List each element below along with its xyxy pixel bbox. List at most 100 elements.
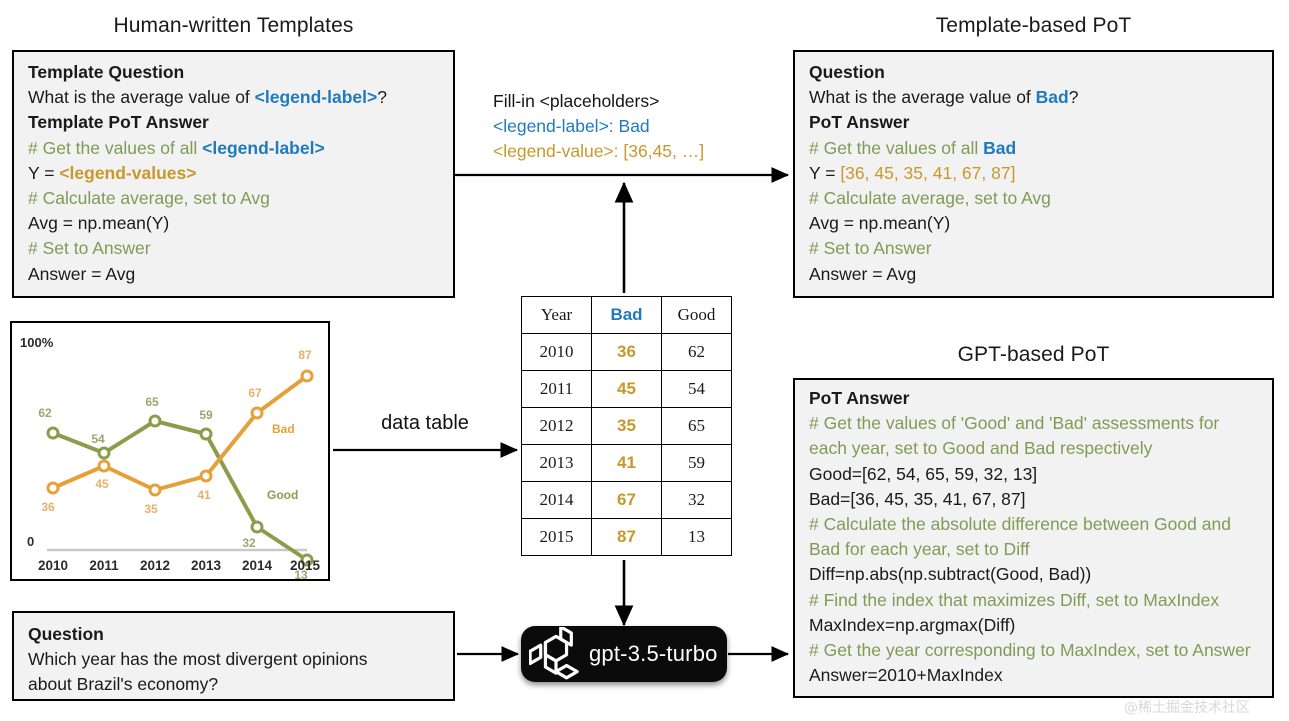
gpt-code-line-answer: Answer=2010+MaxIndex <box>809 665 1003 686</box>
legend-label-value: Bad <box>1035 87 1069 108</box>
table-header-bad: Bad <box>591 296 662 334</box>
gpt-code-line-diff: Diff=np.abs(np.subtract(Good, Bad)) <box>809 564 1092 585</box>
cell-good: 54 <box>661 370 732 408</box>
svg-text:2015: 2015 <box>290 558 321 573</box>
pot-answer-heading: PoT Answer <box>809 112 910 133</box>
legend-label-placeholder: <legend-label> <box>254 87 378 108</box>
data-table-container: Year Bad Good 2010 36 62 2011 45 54 2012… <box>521 296 732 556</box>
template-code-comment-2: # Calculate average, set to Avg <box>28 188 270 209</box>
edge-label-data-table: data table <box>381 412 469 434</box>
fill-in-legend-value-row: <legend-value>: [36,45, …] <box>493 139 704 164</box>
legend-label-value: : Bad <box>608 116 650 136</box>
template-code-line-answer: Answer = Avg <box>28 263 136 284</box>
legend-values-placeholder: <legend-values> <box>59 162 197 183</box>
chart-series-good-points <box>46 414 314 567</box>
fill-in-legend-label-row: <legend-label>: Bad <box>493 114 704 139</box>
human-written-template-panel: Template Question What is the average va… <box>12 50 455 298</box>
chart-data-labels-bad: 36 45 35 41 67 87 <box>41 348 312 516</box>
question-heading: Question <box>809 62 885 82</box>
svg-text:67: 67 <box>248 386 262 400</box>
openai-logo-icon <box>529 627 579 680</box>
gpt-based-pot-panel: PoT Answer # Get the values of 'Good' an… <box>793 378 1274 698</box>
line-chart: 100% 0 62 54 65 59 32 13 36 4 <box>10 321 330 582</box>
svg-text:13: 13 <box>294 568 308 579</box>
legend-values-list: [36, 45, 35, 41, 67, 87] <box>840 162 1016 183</box>
comment-prefix: # Get the values of all <box>28 137 203 158</box>
cell-good: 62 <box>661 333 732 371</box>
gpt-code-comment-1: # Get the values of 'Good' and 'Bad' ass… <box>809 413 1220 459</box>
cell-good: 13 <box>661 518 732 556</box>
comment-prefix: # Get the values of all <box>809 137 984 158</box>
chart-data-labels-good: 62 54 65 59 32 13 <box>38 395 308 582</box>
table-row: 2010 36 62 <box>521 333 732 371</box>
svg-text:2010: 2010 <box>38 558 68 573</box>
gpt-pot-answer-heading: PoT Answer <box>809 388 910 408</box>
cell-bad: 35 <box>591 407 662 445</box>
svg-text:35: 35 <box>144 502 158 516</box>
y-assign-prefix: Y = <box>809 162 841 183</box>
pot-code-comment-3: # Set to Answer <box>809 238 932 259</box>
pot-code-line-avg: Avg = np.mean(Y) <box>809 213 951 234</box>
model-name-label: gpt-3.5-turbo <box>589 641 718 666</box>
question-text: What is the average value of Bad? <box>809 85 1260 110</box>
cell-bad: 87 <box>591 518 662 556</box>
cell-good: 59 <box>661 444 732 482</box>
table-header-year: Year <box>521 296 592 334</box>
legend-value-value: : [36,45, …] <box>613 141 705 161</box>
cell-bad: 36 <box>591 333 662 371</box>
svg-text:2011: 2011 <box>89 558 119 573</box>
gpt-code-line-good: Good=[62, 54, 65, 59, 32, 13] <box>809 463 1038 484</box>
chart-series-bad-line <box>51 374 309 492</box>
pot-code-comment-2: # Calculate average, set to Avg <box>809 188 1051 209</box>
gpt-code-comment-2: # Calculate the absolute difference betw… <box>809 514 1231 560</box>
y-assign-prefix: Y = <box>28 162 60 183</box>
gpt-code-line-maxindex: MaxIndex=np.argmax(Diff) <box>809 614 1016 635</box>
template-code-comment-3: # Set to Answer <box>28 238 151 259</box>
question-suffix: ? <box>1068 87 1079 108</box>
svg-text:32: 32 <box>242 536 256 550</box>
gpt-code-comment-4: # Get the year corresponding to MaxIndex… <box>809 640 1251 661</box>
chart-xtick-labels: 2010 2011 2012 2013 2014 2015 <box>38 558 321 573</box>
chart-ytick-bottom: 0 <box>27 534 34 549</box>
chart-legend-bad: Bad <box>272 422 295 436</box>
cell-year: 2015 <box>521 518 592 556</box>
gpt-code-line-bad: Bad=[36, 45, 35, 41, 67, 87] <box>809 488 1026 509</box>
gpt-code-comment-3: # Find the index that maximizes Diff, se… <box>809 589 1220 610</box>
svg-text:87: 87 <box>298 348 312 362</box>
svg-text:41: 41 <box>197 488 211 502</box>
svg-text:59: 59 <box>199 408 213 422</box>
question-heading: Question <box>28 624 104 644</box>
question-prefix: What is the average value of <box>809 87 1036 108</box>
data-table: Year Bad Good 2010 36 62 2011 45 54 2012… <box>521 296 732 556</box>
fill-in-placeholders-block: Fill-in <placeholders> <legend-label>: B… <box>493 89 704 164</box>
chart-series-good-line <box>51 419 309 562</box>
template-question-text: What is the average value of <legend-lab… <box>28 85 441 110</box>
legend-label-placeholder: <legend-label> <box>202 137 325 158</box>
pot-code-line-y: Y = [36, 45, 35, 41, 67, 87] <box>809 161 1260 186</box>
table-header-row: Year Bad Good <box>521 296 732 334</box>
chart-svg: 100% 0 62 54 65 59 32 13 36 4 <box>20 335 321 582</box>
svg-text:65: 65 <box>145 395 159 409</box>
svg-text:36: 36 <box>41 500 55 514</box>
question-panel: Question Which year has the most diverge… <box>12 611 455 701</box>
table-row: 2012 35 65 <box>521 407 732 445</box>
legend-label-key: <legend-label> <box>493 116 609 136</box>
cell-bad: 41 <box>591 444 662 482</box>
template-pot-answer-heading: Template PoT Answer <box>28 112 209 133</box>
template-based-pot-panel: Question What is the average value of Ba… <box>793 50 1274 298</box>
chart-legend-good: Good <box>267 488 298 502</box>
question-line-2: about Brazil's economy? <box>28 674 219 695</box>
template-question-heading: Template Question <box>28 62 185 82</box>
template-code-line-y: Y = <legend-values> <box>28 161 441 186</box>
watermark: @稀土掘金技术社区 <box>1124 700 1250 716</box>
chart-ytick-top: 100% <box>20 335 54 350</box>
model-badge-gpt-3-5-turbo[interactable]: gpt-3.5-turbo <box>521 626 727 682</box>
svg-text:2012: 2012 <box>140 558 170 573</box>
pot-code-line-answer: Answer = Avg <box>809 263 917 284</box>
section-title-template-based-pot: Template-based PoT <box>935 14 1132 37</box>
pot-code-comment-1: # Get the values of all Bad <box>809 136 1260 161</box>
template-question-suffix: ? <box>377 87 387 108</box>
svg-text:45: 45 <box>95 477 109 491</box>
chart-series-bad-points <box>46 369 314 497</box>
template-code-comment-1: # Get the values of all <legend-label> <box>28 136 441 161</box>
